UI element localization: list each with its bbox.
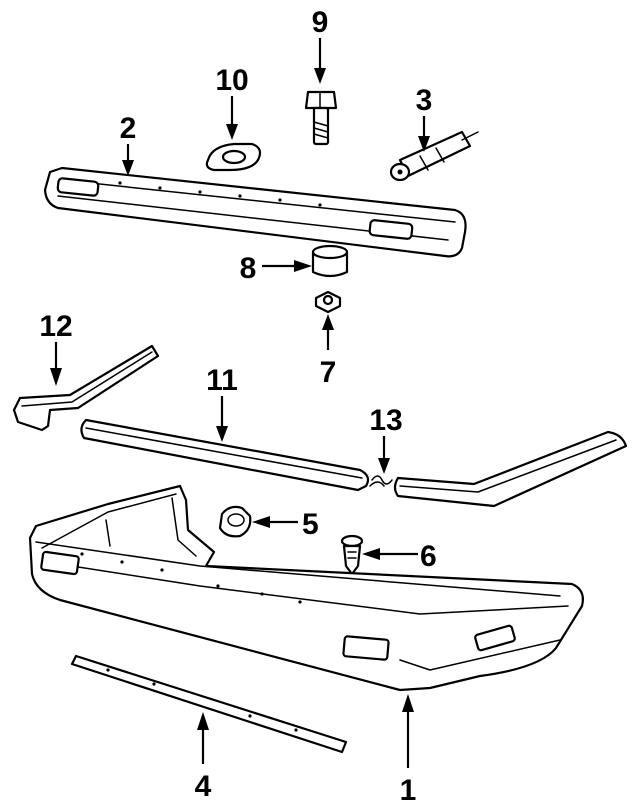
push-clip <box>340 534 364 576</box>
callout-5: 5 <box>252 508 319 541</box>
center-molding <box>80 418 370 492</box>
callout-3: 3 <box>416 84 433 152</box>
callout-8-label: 8 <box>240 252 257 285</box>
callout-4-label: 4 <box>195 770 212 803</box>
insulator <box>218 505 252 538</box>
side-molding <box>393 430 628 508</box>
molding-clip <box>369 475 393 487</box>
callout-6-label: 6 <box>420 540 437 573</box>
callout-12: 12 <box>39 310 73 386</box>
callout-7: 7 <box>320 314 337 389</box>
callout-1: 1 <box>400 694 417 807</box>
callout-3-label: 3 <box>416 84 433 117</box>
callout-11: 11 <box>206 364 238 442</box>
mounting-pad <box>205 142 262 172</box>
callout-4: 4 <box>195 712 212 803</box>
callout-7-label: 7 <box>320 356 337 389</box>
callout-13-label: 13 <box>369 404 402 437</box>
callout-5-label: 5 <box>302 508 319 541</box>
callout-6: 6 <box>362 540 437 573</box>
callout-9-label: 9 <box>312 6 329 39</box>
energy-absorber <box>389 130 479 182</box>
bumper-cover <box>28 484 584 692</box>
callout-1-label: 1 <box>400 774 417 807</box>
callout-2: 2 <box>120 112 137 176</box>
corner-molding <box>12 344 160 432</box>
callout-9: 9 <box>312 6 329 84</box>
callout-13: 13 <box>369 404 403 474</box>
callout-10: 10 <box>215 64 249 140</box>
nut <box>314 290 342 314</box>
callout-2-label: 2 <box>120 112 137 145</box>
callout-10-label: 10 <box>215 64 248 97</box>
spacer <box>311 244 349 278</box>
callout-8: 8 <box>240 252 312 285</box>
bolt <box>304 90 338 146</box>
callout-12-label: 12 <box>39 310 72 343</box>
callout-11-label: 11 <box>206 364 238 397</box>
lower-molding-strip <box>70 654 348 754</box>
reinforcement-bar <box>43 166 467 258</box>
